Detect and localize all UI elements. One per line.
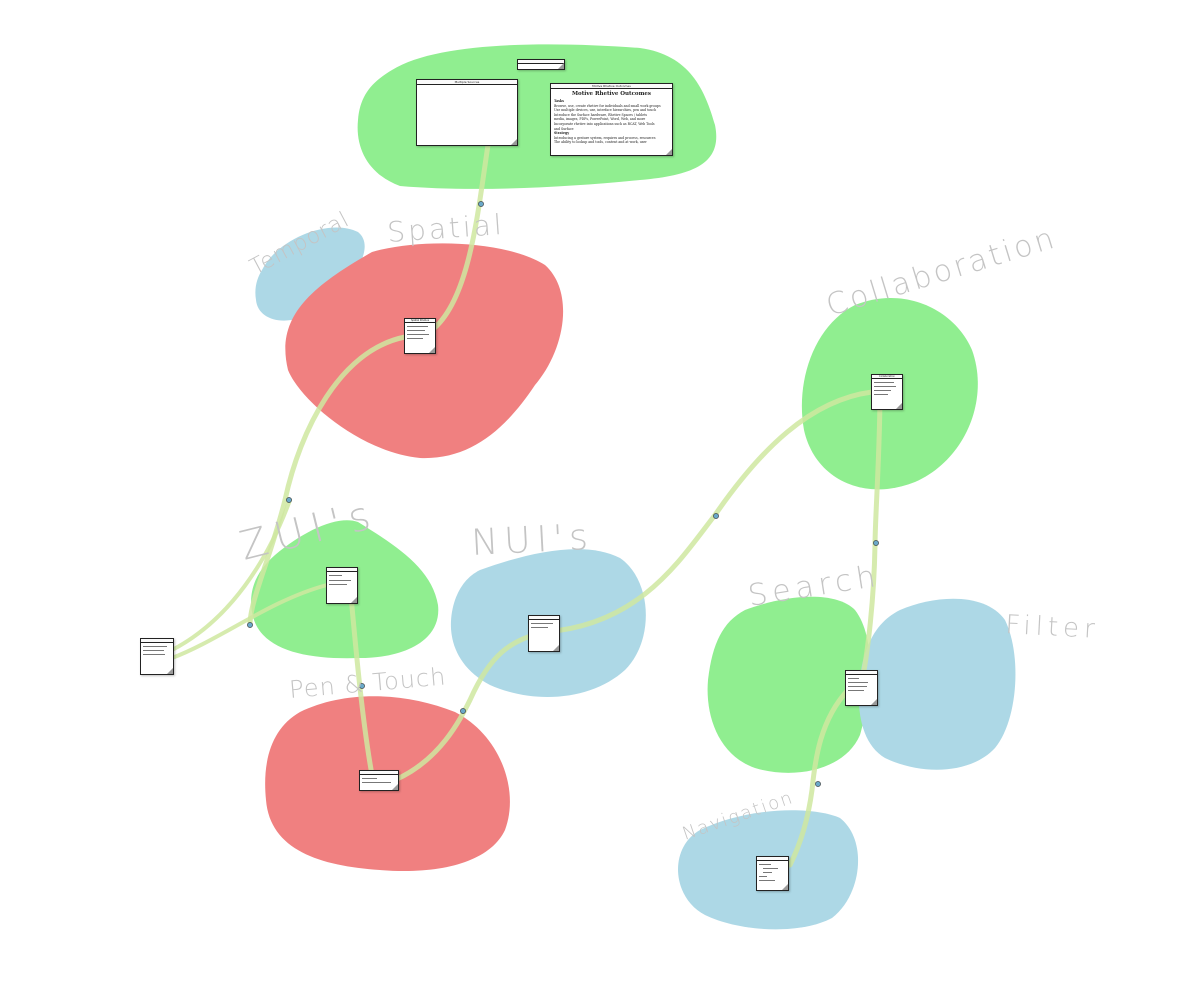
page-curl-icon (782, 884, 788, 890)
connector-left-zuis[interactable] (170, 583, 329, 660)
page-curl-icon (351, 597, 357, 603)
card-body (141, 643, 173, 656)
label-spatial: Spatial (386, 208, 505, 249)
page-curl-icon (429, 347, 435, 353)
region-temporal[interactable] (255, 227, 365, 321)
card-left[interactable] (140, 638, 174, 675)
card-title (360, 771, 398, 775)
label-nuis: NUI's (470, 517, 595, 564)
card-title (846, 671, 877, 675)
connector-left-spatial[interactable] (170, 498, 292, 652)
card-body (405, 323, 435, 340)
slide-line: media, images, PDFs, PowerPoint, Word, W… (554, 117, 646, 122)
connector-knob[interactable] (247, 622, 253, 628)
page-curl-icon (666, 149, 672, 155)
page-curl-icon (553, 645, 559, 651)
page-curl-icon (896, 403, 902, 409)
connector-top-spatial[interactable] (429, 142, 491, 333)
card-slide-text[interactable]: Motive Rhetive Outcomes Motive Rhetive O… (550, 83, 673, 156)
connector-zuis-pen[interactable] (347, 582, 375, 778)
card-title (757, 857, 788, 861)
card-title (518, 60, 564, 64)
card-title: Multiple Sources (417, 80, 517, 85)
connector-search-nav[interactable] (787, 687, 851, 868)
connector-knob[interactable] (460, 708, 466, 714)
card-title (529, 616, 559, 620)
slide-line: and Surface (554, 126, 574, 131)
card-navigation[interactable] (756, 856, 789, 891)
card-search[interactable] (845, 670, 878, 706)
connector-knob[interactable] (873, 540, 879, 546)
card-nuis[interactable] (528, 615, 560, 652)
page-curl-icon (392, 784, 398, 790)
slide-line: Introduce the Surface hardware, Rhetive … (554, 112, 648, 117)
slide-line: Introducing a gesture system, requires a… (554, 135, 656, 140)
card-body (360, 775, 398, 784)
card-body (529, 620, 559, 629)
slide-line: The ability to lookup and tools, content… (554, 140, 647, 145)
page-curl-icon (167, 668, 173, 674)
slide-line: Incorporate rhetive into applications su… (554, 121, 655, 126)
card-body (757, 861, 788, 882)
card-body (846, 675, 877, 692)
connector-pen-nuis[interactable] (392, 629, 548, 783)
card-title: Collaboration (872, 375, 902, 379)
card-body (872, 379, 902, 396)
region-filter[interactable] (858, 598, 1016, 770)
connector-knob[interactable] (713, 513, 719, 519)
slide-line: Tasks (554, 99, 564, 103)
card-title: Spatial Rhetive (405, 319, 435, 323)
connector-knob[interactable] (478, 201, 484, 207)
card-slide-chart[interactable]: Multiple Sources (416, 79, 518, 146)
slide-line: Use multiple devices, use, interface hie… (554, 108, 657, 113)
region-search[interactable] (707, 596, 870, 773)
slide-heading: Motive Rhetive Outcomes (571, 91, 652, 97)
page-curl-icon (558, 63, 564, 69)
slide-line: Strategy (554, 131, 570, 136)
label-filter: Filter (1005, 610, 1101, 645)
card-spatial[interactable]: Spatial Rhetive (404, 318, 436, 354)
card-top-small[interactable] (517, 59, 565, 70)
connector-spatial-zuis[interactable] (247, 334, 408, 628)
page-curl-icon (511, 139, 517, 145)
connector-knob[interactable] (286, 497, 292, 503)
connector-knob[interactable] (359, 683, 365, 689)
slide-line: Browse, use, create rhetive for individu… (554, 103, 661, 108)
card-body (327, 572, 357, 586)
connector-knob[interactable] (815, 781, 821, 787)
card-title (141, 639, 173, 643)
card-pen-touch[interactable] (359, 770, 399, 791)
card-collaboration[interactable]: Collaboration (871, 374, 903, 410)
label-collaboration: Collaboration (822, 220, 1061, 323)
page-curl-icon (871, 699, 877, 705)
card-title (327, 568, 357, 572)
card-zuis[interactable] (326, 567, 358, 604)
card-title: Motive Rhetive Outcomes (551, 84, 672, 89)
